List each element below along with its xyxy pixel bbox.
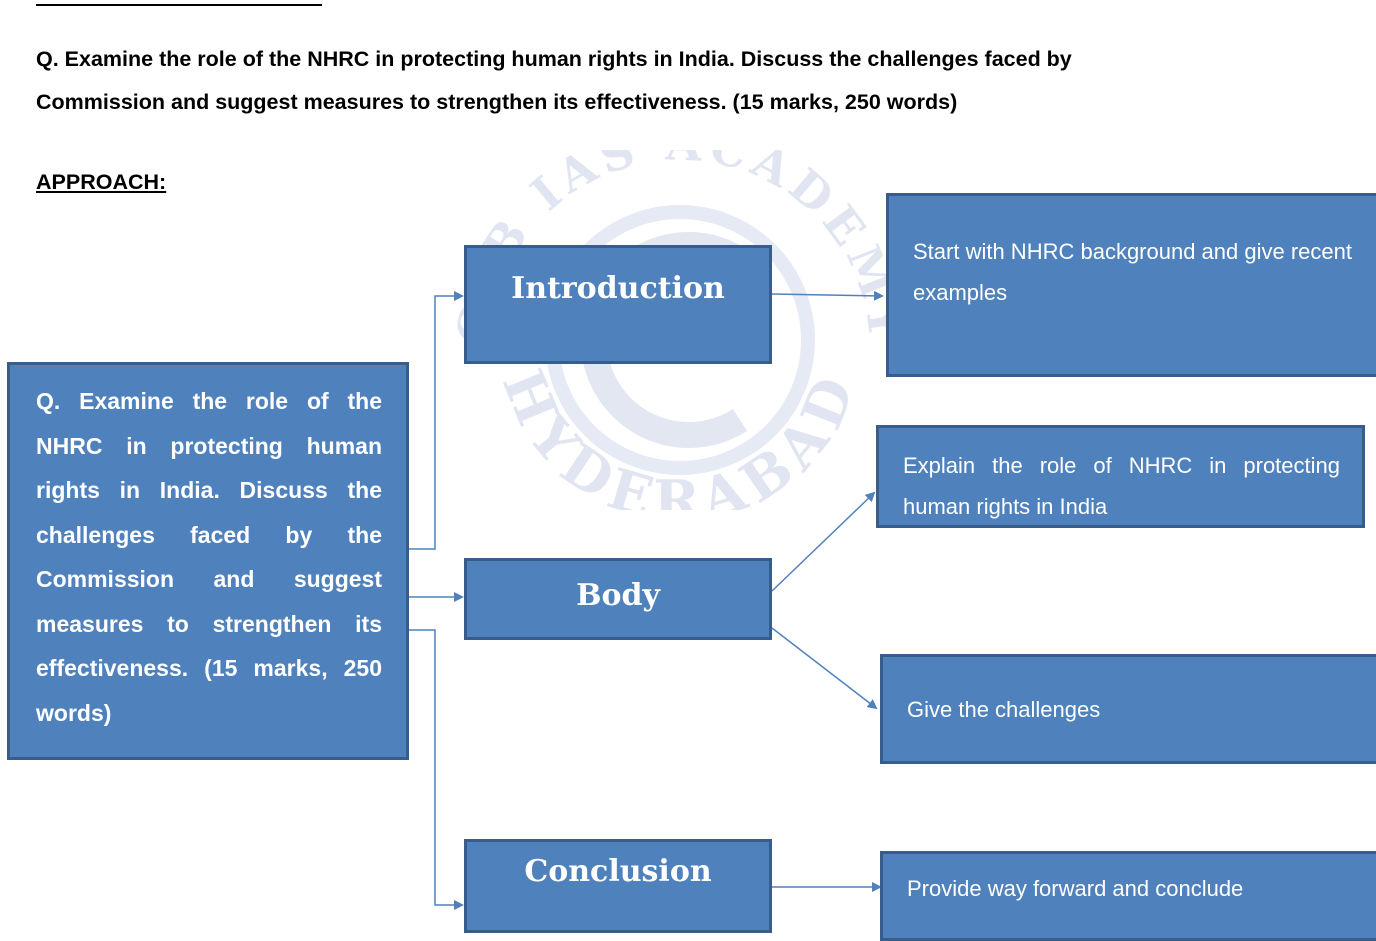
connector-body-to-role [771, 491, 876, 592]
connector-question-to-introduction [409, 291, 464, 550]
connector-introduction-to-detail [771, 290, 884, 301]
introduction-label: Introduction [511, 271, 725, 306]
approach-label: APPROACH: [36, 170, 167, 194]
body-challenges-detail-box: Give the challenges [880, 654, 1376, 764]
conclusion-box: Conclusion [464, 839, 772, 933]
question-box: Q. Examine the role of the NHRC in prote… [7, 362, 409, 760]
body-challenges-detail-text: Give the challenges [907, 697, 1101, 722]
body-role-detail-box: Explain the role of NHRC in protecting h… [876, 425, 1365, 528]
question-line-1: Q. Examine the role of the NHRC in prote… [36, 47, 1072, 71]
body-box: Body [464, 558, 772, 640]
question-line-2: Commission and suggest measures to stren… [36, 90, 958, 114]
conclusion-label: Conclusion [524, 854, 712, 889]
top-underline-rule [36, 0, 322, 6]
introduction-detail-text: Start with NHRC background and give rece… [913, 239, 1352, 305]
introduction-detail-box: Start with NHRC background and give rece… [886, 193, 1376, 377]
body-role-detail-text: Explain the role of NHRC in protecting h… [903, 453, 1340, 519]
connector-question-to-conclusion [409, 629, 464, 910]
conclusion-detail-text: Provide way forward and conclude [907, 876, 1244, 901]
conclusion-detail-box: Provide way forward and conclude [880, 851, 1376, 941]
connector-body-to-challenges [771, 627, 878, 710]
introduction-box: Introduction [464, 245, 772, 364]
body-label: Body [576, 578, 660, 613]
question-heading: Q. Examine the role of the NHRC in prote… [36, 38, 1376, 124]
